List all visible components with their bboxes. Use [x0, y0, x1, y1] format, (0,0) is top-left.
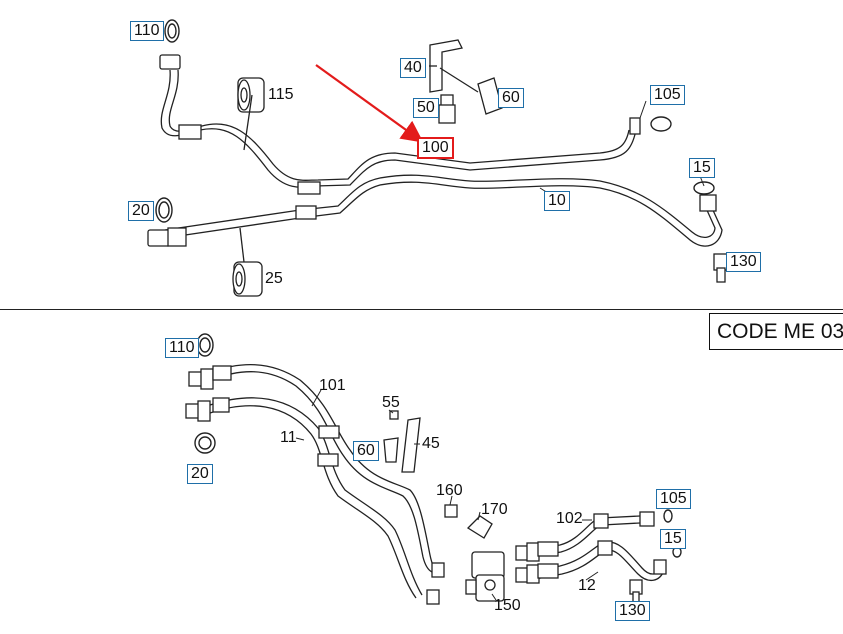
callout-15-bottom: 15: [660, 529, 686, 549]
callout-130-top: 130: [726, 252, 761, 272]
leader-lines-bottom: [295, 389, 599, 601]
clamp-115-drawing: [237, 77, 265, 151]
callout-110-top: 110: [130, 21, 164, 41]
fittings-bottom: [185, 365, 667, 605]
clamp-25-drawing: [232, 227, 263, 297]
valve-block-150-drawing: [465, 515, 505, 602]
callout-20-bottom: 20: [187, 464, 213, 484]
callout-60-bottom: 60: [353, 441, 379, 461]
callout-100-highlighted: 100: [417, 137, 454, 159]
hose-11: [209, 397, 423, 599]
callout-160: 160: [436, 482, 463, 499]
callout-20-top: 20: [128, 201, 154, 221]
callout-15-top: 15: [689, 158, 715, 178]
seals-top: [155, 19, 715, 223]
bracket-40-drawing: [429, 39, 503, 115]
callout-12: 12: [578, 577, 596, 594]
fittings-top: [147, 54, 729, 283]
hose-12: [529, 541, 665, 581]
callout-50: 50: [413, 98, 439, 118]
hose-25: [164, 174, 723, 247]
callout-60-top: 60: [498, 88, 524, 108]
callout-10: 10: [544, 191, 570, 211]
bracket-45-drawing: [383, 417, 421, 473]
callout-150: 150: [494, 597, 521, 614]
callout-101: 101: [319, 377, 346, 394]
callout-25: 25: [265, 270, 283, 287]
callout-45: 45: [422, 435, 440, 452]
hose-115: [160, 69, 637, 188]
callout-105-bottom: 105: [656, 489, 691, 509]
callout-55: 55: [382, 394, 400, 411]
callout-105-top: 105: [650, 85, 685, 105]
callout-110-bottom: 110: [165, 338, 199, 358]
callout-11: 11: [280, 429, 297, 446]
callout-40: 40: [400, 58, 426, 78]
code-label-box: CODE ME 03: [709, 313, 843, 350]
callout-170: 170: [481, 501, 508, 518]
section-divider: [0, 309, 843, 310]
highlight-arrow: [315, 64, 424, 143]
hose-101: [209, 364, 439, 573]
callout-130-bottom: 130: [615, 601, 650, 621]
callout-115: 115: [268, 86, 294, 103]
callout-102: 102: [556, 510, 583, 527]
